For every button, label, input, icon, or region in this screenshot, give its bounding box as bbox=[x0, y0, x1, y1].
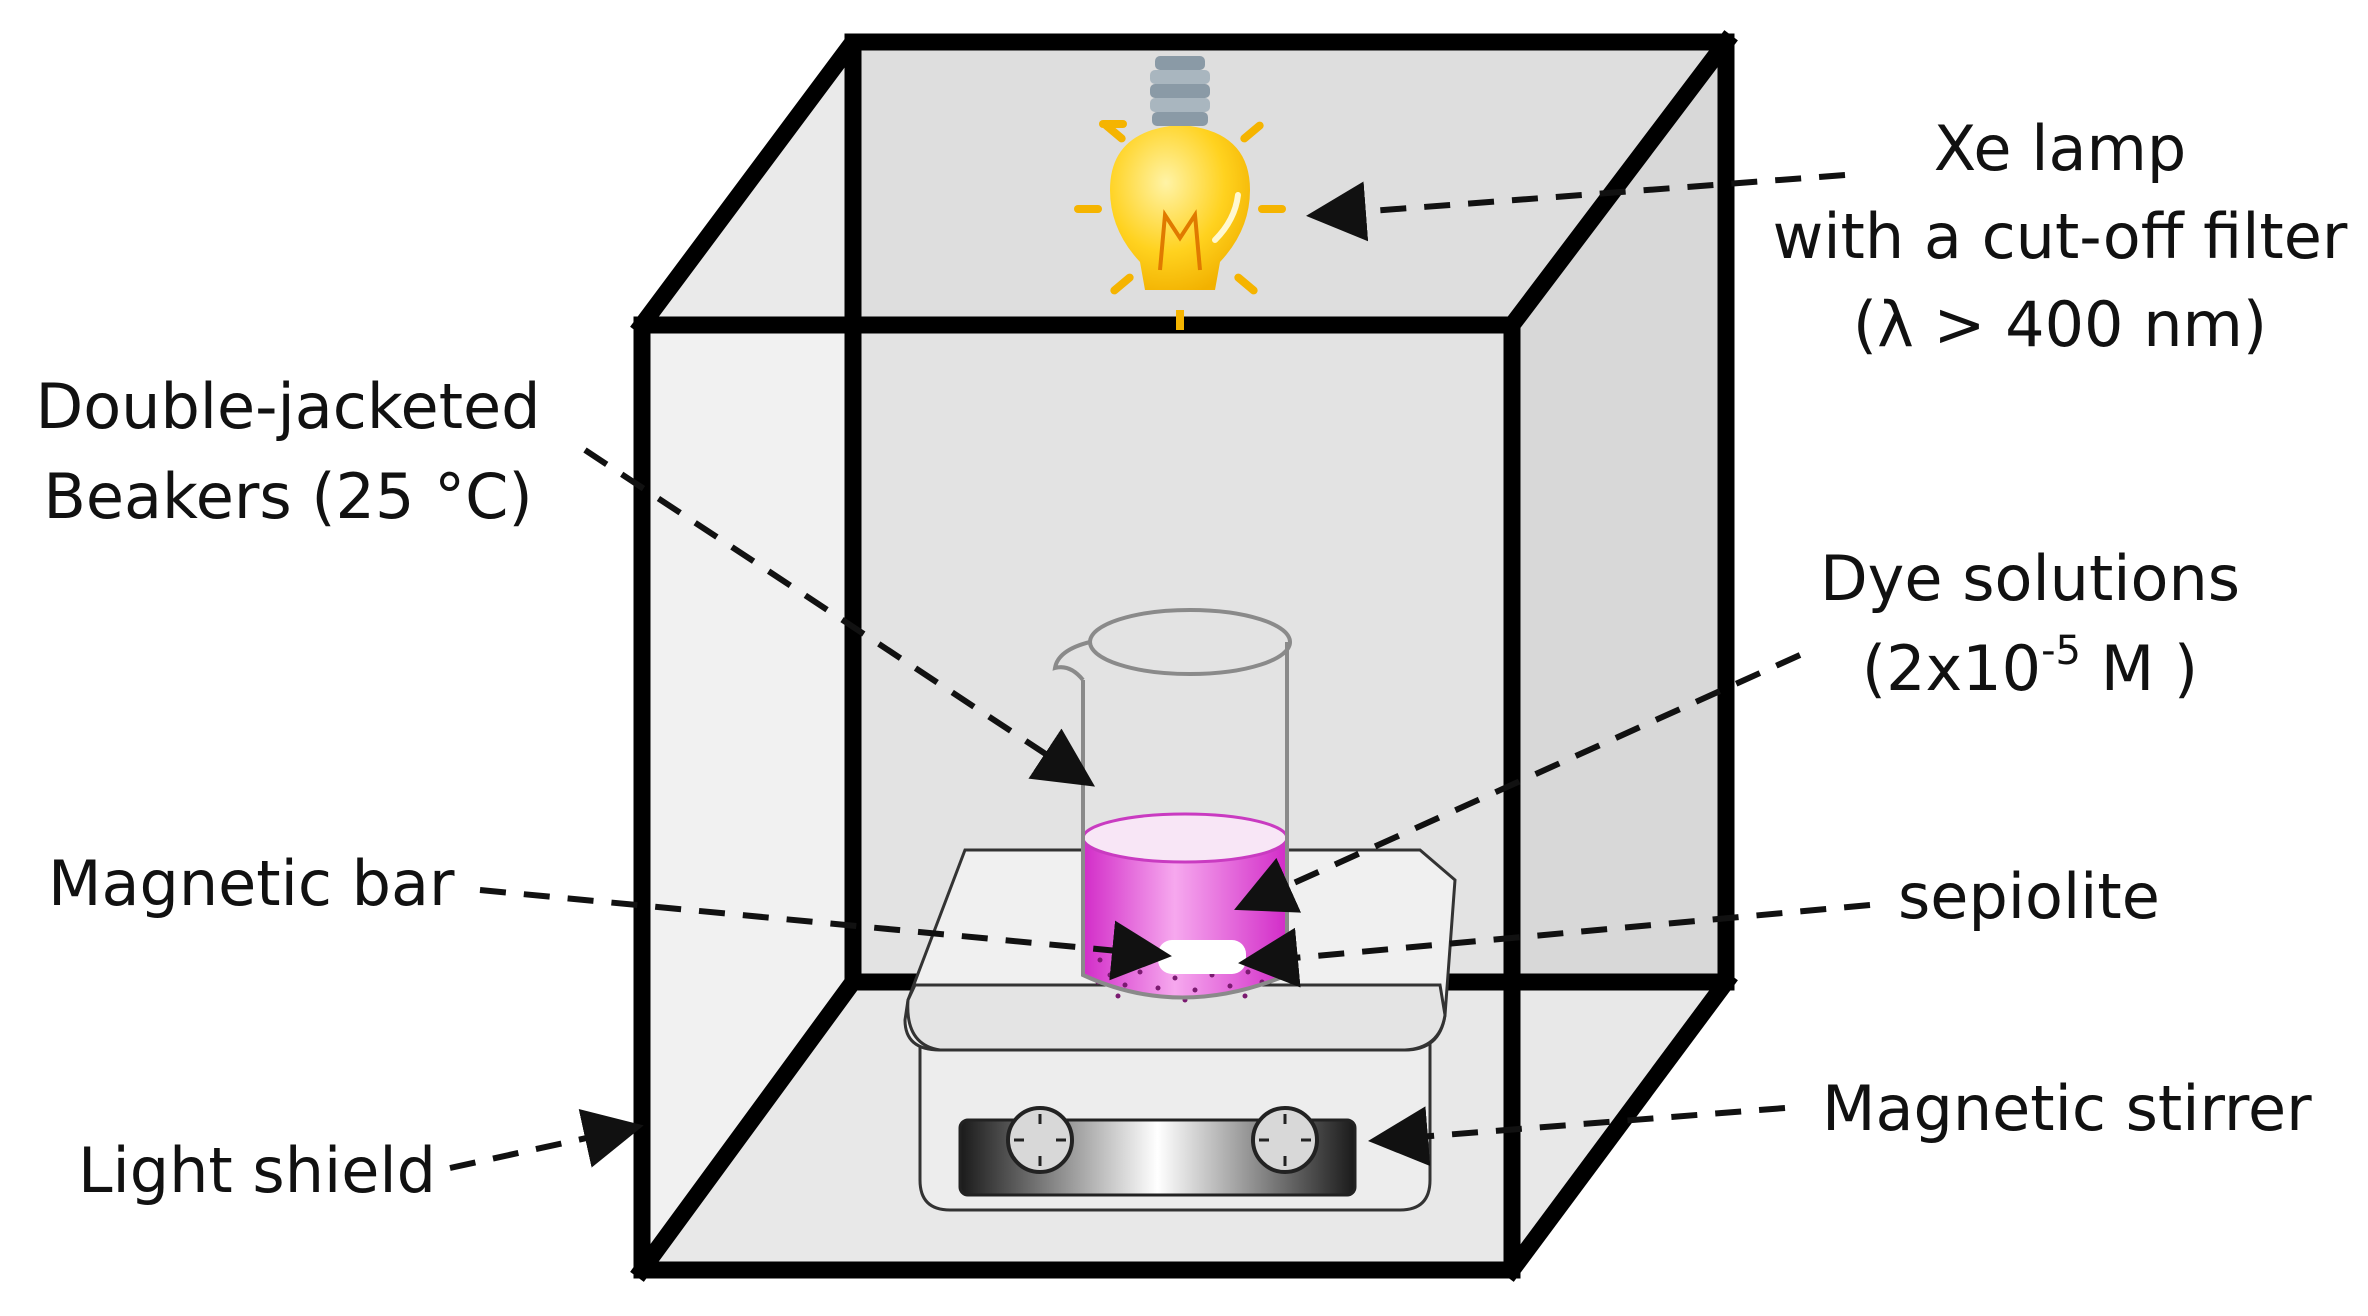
label-xe-lamp-line1: Xe lamp bbox=[1934, 112, 2187, 185]
label-xe-lamp-line3: (λ > 400 nm) bbox=[1853, 288, 2267, 361]
label-dye-solutions: Dye solutions (2x10-5 M ) bbox=[1820, 542, 2240, 705]
label-light-shield: Light shield bbox=[78, 1134, 436, 1207]
label-beakers: Double-jacketed Beakers (25 °C) bbox=[35, 370, 540, 533]
stirrer-knob-right bbox=[1251, 1106, 1319, 1174]
arrow-xe-lamp bbox=[1306, 172, 1846, 242]
label-dye-line1: Dye solutions bbox=[1820, 542, 2240, 615]
arrow-dye bbox=[1234, 652, 1802, 913]
arrow-light-shield bbox=[449, 1109, 644, 1171]
box-front-edges bbox=[633, 316, 1521, 1279]
box-right-panel bbox=[1512, 42, 1726, 1270]
arrow-beakers bbox=[583, 447, 1096, 787]
stirrer-knob-left bbox=[1006, 1106, 1074, 1174]
label-sepiolite: sepiolite bbox=[1898, 860, 2160, 933]
magnetic-bar-shape bbox=[1158, 940, 1246, 974]
label-xe-lamp: Xe lamp with a cut-off filter (λ > 400 n… bbox=[1773, 112, 2348, 361]
label-beakers-line1: Double-jacketed bbox=[35, 370, 540, 443]
arrow-sepiolite bbox=[1238, 902, 1871, 988]
pointer-arrows bbox=[449, 172, 1871, 1171]
box-back-edges bbox=[630, 33, 1735, 991]
label-magnetic-stirrer: Magnetic stirrer bbox=[1822, 1072, 2312, 1145]
label-beakers-line2: Beakers (25 °C) bbox=[43, 460, 532, 533]
label-magnetic-bar: Magnetic bar bbox=[48, 847, 455, 920]
arrow-stirrer bbox=[1368, 1105, 1786, 1167]
label-dye-line2: (2x10-5 M ) bbox=[1862, 628, 2198, 705]
xe-lamp-bulb-icon bbox=[1074, 56, 1286, 330]
arrow-magnetic-bar bbox=[479, 887, 1172, 981]
label-xe-lamp-line2: with a cut-off filter bbox=[1773, 200, 2348, 273]
